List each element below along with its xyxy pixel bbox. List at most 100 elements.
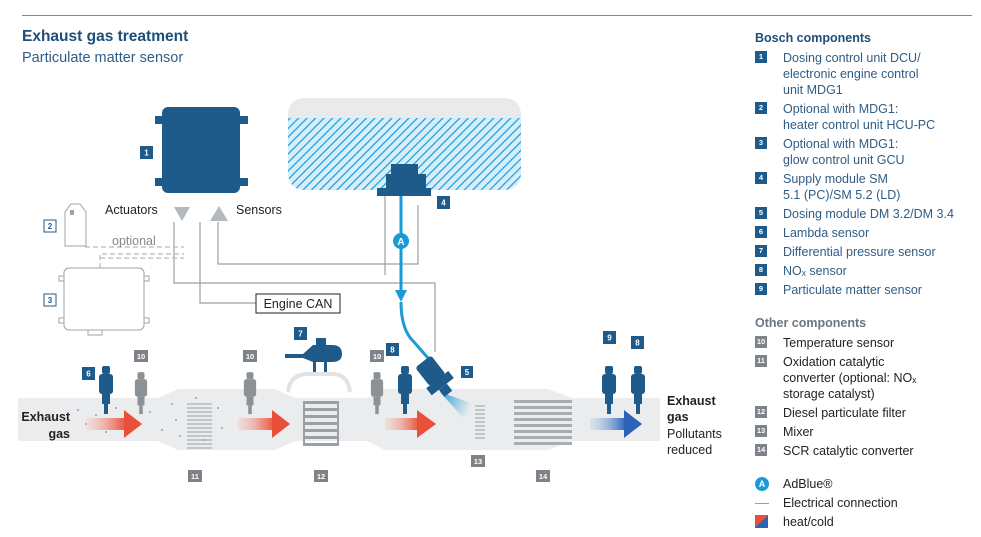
heater-control-unit [64, 203, 87, 247]
svg-text:6: 6 [86, 370, 91, 379]
legend-item-line: glow control unit GCU [783, 153, 905, 167]
legend-item-line: Oxidation catalytic [783, 355, 885, 369]
badge-7: 7 [294, 327, 307, 340]
svg-text:14: 14 [539, 472, 548, 481]
legend-number-badge: 1 [755, 51, 767, 63]
legend-number-badge: 12 [755, 406, 767, 418]
top-rule [22, 15, 972, 16]
legend-item-line: SCR catalytic converter [783, 444, 914, 458]
legend-number-badge: 13 [755, 425, 767, 437]
system-diagram: 1 Actuators Sensors 2 optional 3 [18, 98, 722, 482]
legend-item-text: Optional with MDG1: glow control unit GCU [783, 136, 981, 168]
legend-item-line: Supply module SM [783, 172, 888, 186]
legend-number-badge: 9 [755, 283, 767, 295]
legend-item-text: Mixer [783, 424, 981, 440]
scr-catalytic-converter [514, 400, 572, 445]
legend-electrical-label: Electrical connection [783, 496, 898, 510]
optional-label: optional [112, 234, 156, 248]
legend-item-line: Optional with MDG1: [783, 102, 899, 116]
legend-item-text: Differential pressure sensor [783, 244, 981, 260]
differential-pressure-sensor [285, 338, 342, 372]
legend-number-badge: 8 [755, 264, 767, 276]
heat-cold-icon [755, 515, 768, 528]
legend-number-badge: 4 [755, 172, 767, 184]
engine-can-label: Engine CAN [264, 297, 333, 311]
legend-number-badge: 5 [755, 207, 767, 219]
legend-item-text: Dosing module DM 3.2/DM 3.4 [783, 206, 981, 222]
svg-text:5: 5 [465, 368, 470, 377]
sensors-label: Sensors [236, 203, 282, 217]
adblue-flow-arrow-icon [395, 290, 407, 302]
legend-bosch-heading: Bosch components [755, 31, 871, 45]
legend-item-line: Lambda sensor [783, 226, 870, 240]
hot-flow-arrow-3 [385, 410, 436, 438]
legend-item-text: Optional with MDG1:heater control unit H… [783, 101, 981, 133]
figure-subtitle: Particulate matter sensor [22, 50, 184, 66]
exhaust-out-label-1: Exhaust [667, 394, 716, 408]
svg-text:1: 1 [144, 149, 149, 158]
actuators-label: Actuators [105, 203, 158, 217]
legend-item-line: converter (optional: NOₓ [783, 371, 917, 385]
optional-wiring [85, 246, 184, 268]
supply-module [377, 164, 431, 196]
svg-text:13: 13 [474, 457, 482, 466]
actuators-arrow-icon [174, 207, 190, 221]
legend-item-text: Diesel particulate filter [783, 405, 981, 421]
legend-item-text: Supply module SM 5.1 (PC)/SM 5.2 (LD) [783, 171, 981, 203]
adblue-tank [288, 98, 521, 190]
badge-8a: 8 [386, 343, 399, 356]
svg-text:9: 9 [607, 334, 612, 343]
legend-item-text: SCR catalytic converter [783, 443, 981, 459]
sensors-arrow-icon [210, 206, 228, 221]
legend-item-text: Oxidation catalytic converter (optional: … [783, 354, 981, 402]
legend-number-badge: 3 [755, 137, 767, 149]
legend-number-badge: 6 [755, 226, 767, 238]
badge-4: 4 [437, 196, 450, 209]
dosing-control-unit [155, 107, 248, 193]
badge-3: 3 [43, 293, 57, 307]
svg-text:10: 10 [246, 352, 254, 361]
badge-1: 1 [140, 146, 153, 159]
exhaust-in-label-2: gas [48, 427, 70, 441]
badge-6: 6 [82, 367, 95, 380]
badge-10c: 10 [370, 350, 384, 362]
badge-11: 11 [188, 470, 202, 482]
legend-item-text: Temperature sensor [783, 335, 981, 351]
exhaust-in-label-1: Exhaust [21, 410, 70, 424]
legend-item-text: NOₓ sensor [783, 263, 981, 279]
badge-5: 5 [461, 366, 473, 378]
badge-8b: 8 [631, 336, 644, 349]
legend-item-line: Differential pressure sensor [783, 245, 936, 259]
adblue-marker-icon: A [755, 477, 769, 491]
legend-item-line: Optional with MDG1: [783, 137, 899, 151]
legend-item-line: Particulate matter sensor [783, 283, 922, 297]
badge-13: 13 [471, 455, 485, 467]
legend-item-line: 5.1 (PC)/SM 5.2 (LD) [783, 188, 901, 202]
legend-item-line: Diesel particulate filter [783, 406, 906, 420]
exhaust-out-label-2: gas [667, 410, 689, 424]
legend-item-text: Dosing control unit DCU/electronic engin… [783, 50, 981, 98]
legend-adblue-label: AdBlue® [783, 477, 833, 491]
legend-heat-cold-label: heat/cold [783, 515, 834, 529]
svg-text:A: A [397, 237, 404, 248]
badge-14: 14 [536, 470, 550, 482]
legend-number-badge: 11 [755, 355, 767, 367]
svg-text:2: 2 [48, 222, 53, 231]
legend-other-heading: Other components [755, 316, 867, 330]
glow-control-unit [58, 267, 150, 336]
adblue-spray [440, 392, 474, 430]
legend-number-badge: 14 [755, 444, 767, 456]
diesel-particulate-filter [303, 401, 339, 446]
svg-text:7: 7 [298, 330, 303, 339]
electrical-wiring [173, 186, 436, 352]
electrical-line-icon [755, 503, 769, 504]
badge-10b: 10 [243, 350, 257, 362]
adblue-marker: A [393, 233, 409, 249]
legend-item-text: Particulate matter sensor [783, 282, 981, 298]
legend-item-text: Lambda sensor [783, 225, 981, 241]
badge-9: 9 [603, 331, 616, 344]
dosing-module [416, 356, 454, 397]
badge-12: 12 [314, 470, 328, 482]
badge-10a: 10 [134, 350, 148, 362]
